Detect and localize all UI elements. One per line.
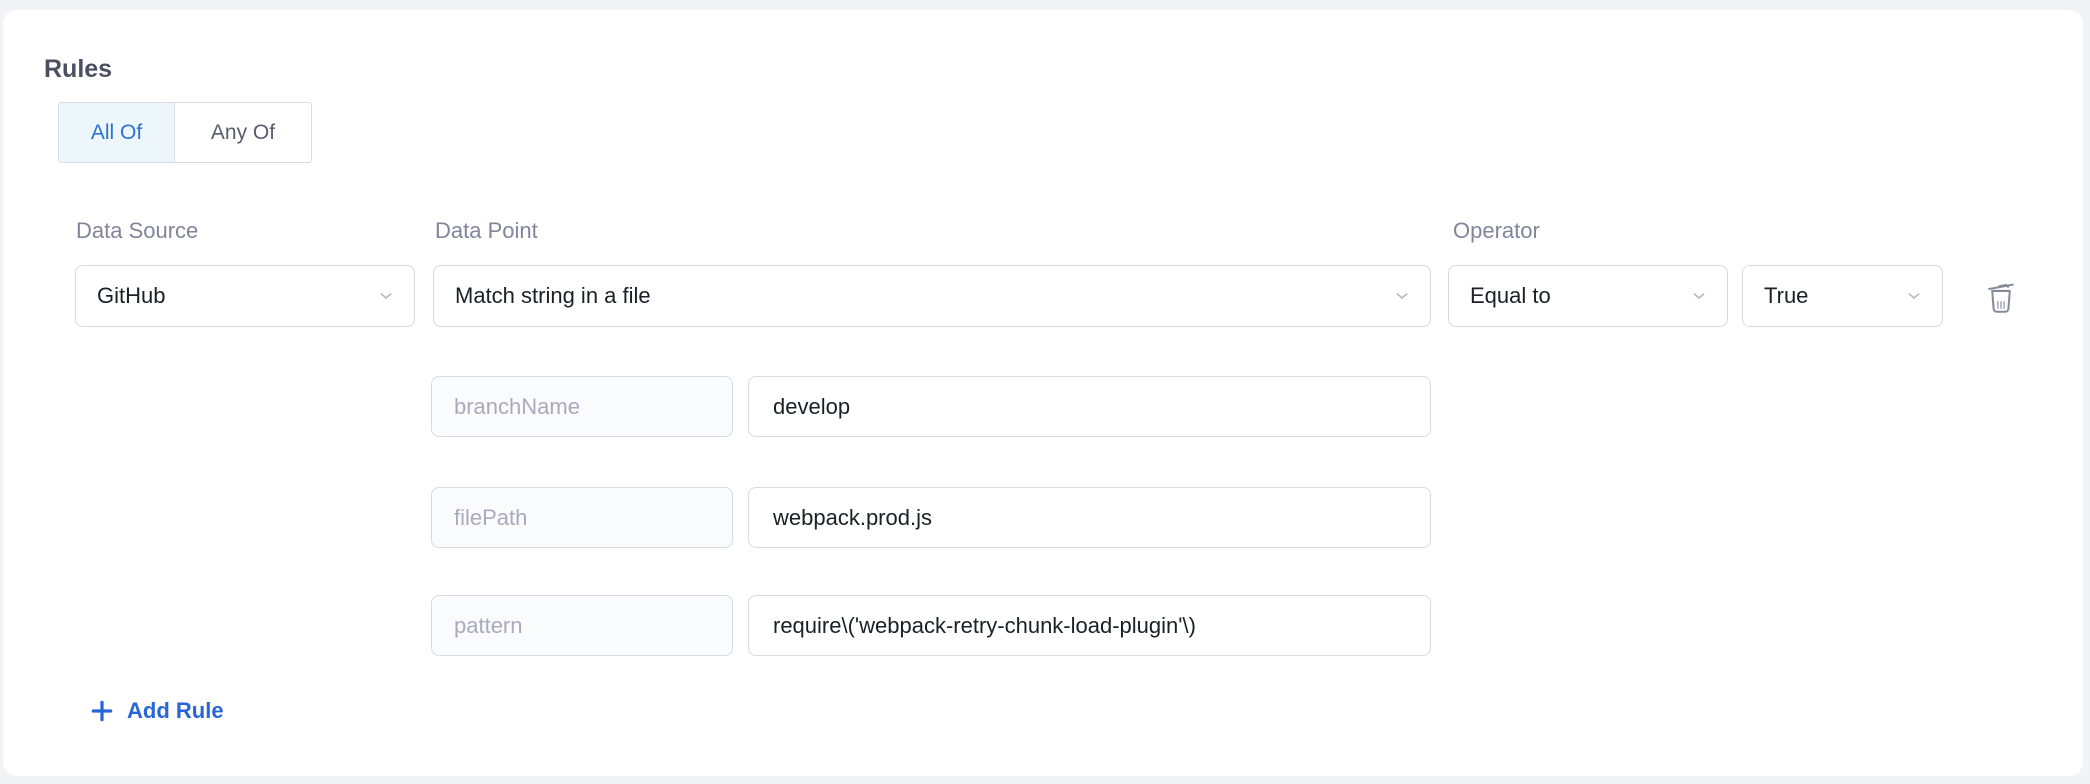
data-point-selected-value: Match string in a file	[455, 283, 651, 308]
operator-value-selected-value: True	[1764, 283, 1809, 308]
rules-card: Rules All Of Any Of Data Source Data Poi…	[3, 10, 2083, 776]
data-source-select[interactable]: GitHub	[75, 265, 415, 327]
param-key-text: branchName	[454, 393, 580, 419]
param-key-text: filePath	[454, 504, 528, 530]
data-point-select[interactable]: Match string in a file	[433, 265, 1431, 327]
data-source-label: Data Source	[76, 218, 199, 243]
trash-icon	[1985, 278, 2017, 314]
chevron-down-icon	[1691, 288, 1707, 304]
delete-rule-button[interactable]	[1975, 265, 2027, 327]
chevron-down-icon	[378, 288, 394, 304]
all-of-button[interactable]: All Of	[59, 103, 175, 162]
rules-section-title: Rules	[44, 55, 113, 83]
param-key-field: filePath	[431, 487, 733, 548]
param-value-input[interactable]	[748, 487, 1431, 548]
data-point-label: Data Point	[435, 218, 538, 243]
operator-select[interactable]: Equal to	[1448, 265, 1728, 327]
param-row: filePath	[3, 487, 2083, 548]
data-source-selected-value: GitHub	[97, 283, 166, 308]
plus-icon	[89, 698, 115, 724]
param-key-text: pattern	[454, 612, 523, 638]
any-of-button[interactable]: Any Of	[175, 103, 311, 162]
chevron-down-icon	[1394, 288, 1410, 304]
param-row: pattern	[3, 595, 2083, 656]
param-key-field: pattern	[431, 595, 733, 656]
chevron-down-icon	[1906, 288, 1922, 304]
add-rule-label: Add Rule	[127, 698, 224, 723]
param-value-input[interactable]	[748, 595, 1431, 656]
match-mode-toggle: All Of Any Of	[58, 102, 312, 163]
operator-value-select[interactable]: True	[1742, 265, 1943, 327]
param-row: branchName	[3, 376, 2083, 437]
add-rule-button[interactable]: Add Rule	[89, 696, 224, 726]
param-key-field: branchName	[431, 376, 733, 437]
operator-selected-value: Equal to	[1470, 283, 1551, 308]
param-value-input[interactable]	[748, 376, 1431, 437]
operator-label: Operator	[1453, 218, 1540, 243]
